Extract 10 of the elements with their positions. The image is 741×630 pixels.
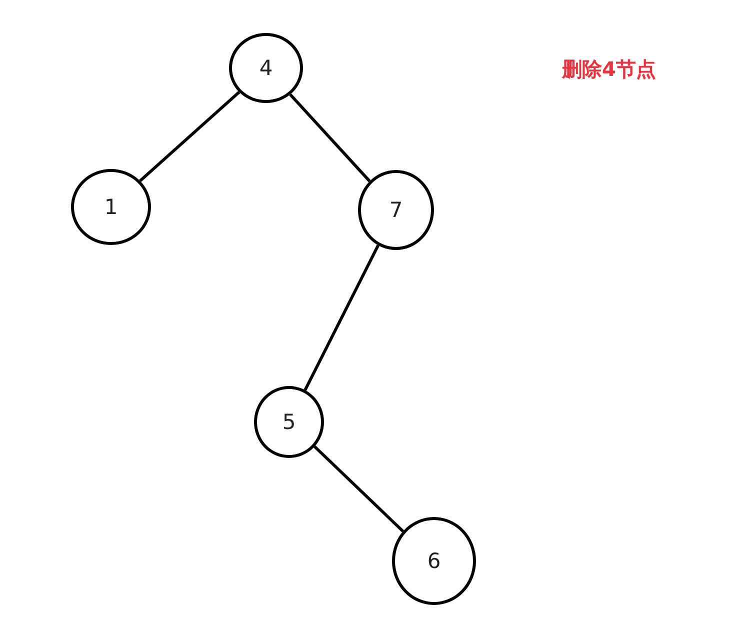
node-value: 4 — [259, 56, 273, 80]
tree-edge-line — [289, 93, 371, 182]
tree-edge-line — [139, 90, 240, 182]
tree-edge-line — [314, 445, 404, 532]
node-value: 5 — [282, 410, 296, 434]
node-value: 6 — [427, 549, 441, 573]
tree-edge-line — [304, 244, 380, 391]
note-text: 删除4节点 — [562, 56, 656, 83]
node-value: 1 — [104, 195, 118, 219]
node-value: 7 — [389, 198, 403, 222]
